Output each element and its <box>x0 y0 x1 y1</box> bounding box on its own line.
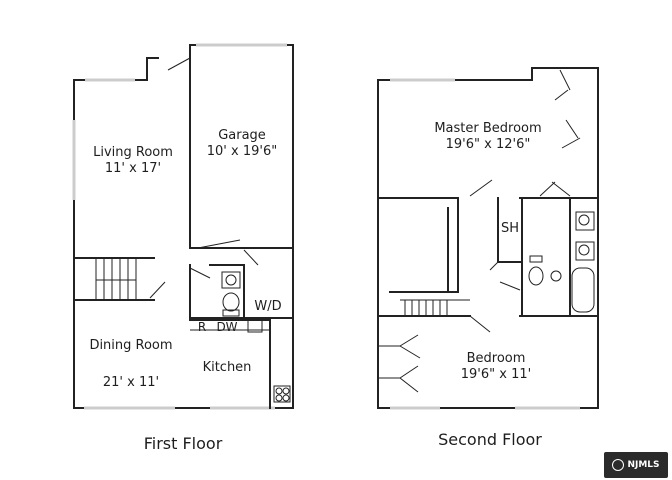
bedroom-size: 19'6" x 11' <box>461 367 531 382</box>
njmls-logo: NJMLS <box>604 452 668 478</box>
shower-label: SH <box>501 221 519 236</box>
first-floor-plan: Living Room 11' x 17' Garage 10' x 19'6"… <box>72 43 294 453</box>
njmls-logo-text: NJMLS <box>627 460 660 470</box>
dishwasher-label: DW <box>216 320 237 334</box>
living-room-size: 11' x 17' <box>105 161 161 176</box>
dining-room-size: 21' x 11' <box>103 375 159 390</box>
refrigerator-label: R <box>198 320 206 334</box>
garage-label: Garage <box>218 128 266 143</box>
dining-room-label: Dining Room <box>89 338 172 353</box>
njmls-mark-icon <box>612 459 625 471</box>
garage-size: 10' x 19'6" <box>207 144 277 159</box>
master-bedroom-label: Master Bedroom <box>434 121 541 136</box>
kitchen-label: Kitchen <box>203 360 252 375</box>
master-bedroom-size: 19'6" x 12'6" <box>446 137 531 152</box>
bedroom-label: Bedroom <box>467 351 526 366</box>
second-floor-caption: Second Floor <box>438 430 542 449</box>
second-floor-plan: Master Bedroom 19'6" x 12'6" SH Bedroom … <box>377 67 599 449</box>
living-room-label: Living Room <box>93 145 173 160</box>
first-floor-caption: First Floor <box>144 434 223 453</box>
laundry-label: W/D <box>254 299 281 314</box>
